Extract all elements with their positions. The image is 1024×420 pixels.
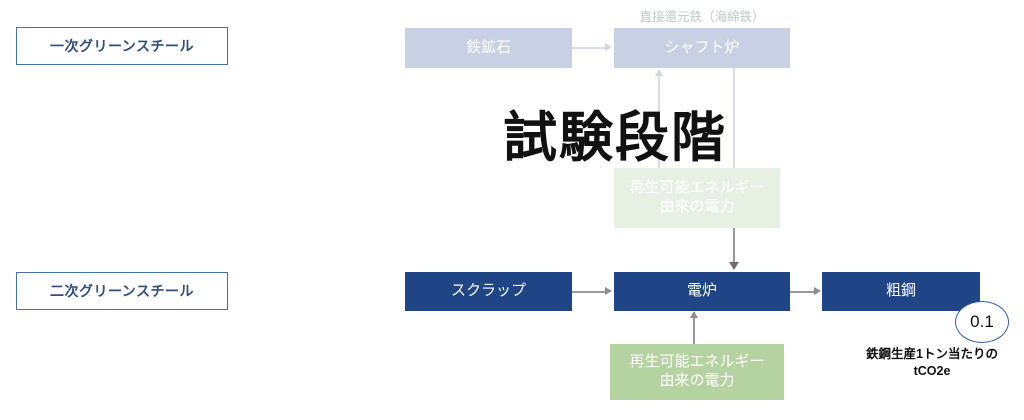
connector-renewable-to-eaf: [693, 318, 695, 344]
dri-sponge-iron-caption: 直接還元鉄（海綿鉄）: [639, 10, 765, 24]
connector-shaft-to-eaf-upper: [733, 68, 735, 168]
renewable-power-top-line1: 再生可能エネルギー: [629, 179, 765, 197]
renewable-power-bottom-text: 再生可能エネルギー 由来の電力: [629, 353, 764, 391]
trial-stage-overlay-text: 試験段階: [503, 108, 727, 168]
connector-scrap-to-eaf: [572, 291, 607, 293]
process-box-renewable-power-top: 再生可能エネルギー 由来の電力: [614, 168, 780, 228]
arrow-head-ore-to-shaft-icon: [605, 43, 612, 51]
renewable-power-top-line2: 由来の電力: [659, 198, 735, 215]
process-box-renewable-power-bottom: 再生可能エネルギー 由来の電力: [610, 344, 784, 400]
arrow-head-eaf-to-crude-steel-icon: [814, 287, 821, 295]
process-box-electric-furnace: 電炉: [614, 272, 790, 311]
co2-emission-caption: 鉄鋼生産1トン当たりの tCO2e: [840, 346, 1024, 380]
connector-shaft-to-eaf-lower: [733, 228, 735, 264]
process-box-scrap: スクラップ: [405, 272, 572, 311]
co2-caption-line2: tCO2e: [913, 363, 951, 378]
connector-ore-to-shaft: [572, 47, 607, 49]
co2-emission-badge: 0.1: [955, 301, 1009, 343]
connector-eaf-to-crude-steel: [790, 291, 816, 293]
arrow-head-scrap-to-eaf-icon: [605, 287, 612, 295]
process-box-iron-ore: 鉄鉱石: [405, 28, 572, 68]
connector-renewable-to-shaft: [658, 76, 660, 168]
process-box-crude-steel: 粗鋼: [822, 272, 980, 311]
arrow-head-renewable-to-eaf-icon: [690, 311, 698, 318]
co2-caption-line1: 鉄鋼生産1トン当たりの: [866, 347, 998, 361]
process-box-shaft-furnace: シャフト炉: [614, 28, 790, 68]
renewable-power-bottom-line2: 由来の電力: [659, 372, 735, 389]
category-label-secondary-green-steel: 二次グリーンスチール: [16, 272, 228, 310]
arrow-head-shaft-to-eaf-icon: [729, 262, 739, 270]
renewable-power-bottom-line1: 再生可能エネルギー: [629, 353, 765, 371]
category-label-primary-green-steel: 一次グリーンスチール: [16, 27, 228, 65]
renewable-power-top-text: 再生可能エネルギー 由来の電力: [629, 179, 764, 217]
arrow-head-renewable-to-shaft-icon: [655, 69, 663, 76]
